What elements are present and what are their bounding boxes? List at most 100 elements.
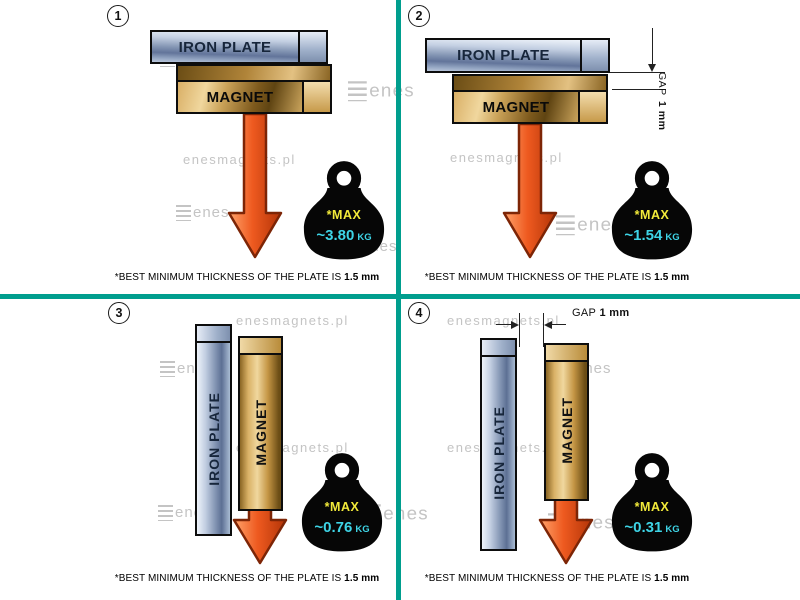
magnet-endcap — [304, 82, 330, 112]
magnet-endcap — [240, 338, 281, 355]
gap-dim-extension — [519, 313, 520, 347]
weight-number: ~0.76 — [314, 519, 353, 536]
caption-main: *BEST MINIMUM THICKNESS OF THE PLATE IS — [424, 272, 652, 283]
panel-number-badge: 1 — [107, 5, 129, 27]
caption-main: *BEST MINIMUM THICKNESS OF THE PLATE IS — [114, 272, 342, 283]
enes-logo-text: enes — [383, 503, 429, 525]
magnet: MAGNET — [544, 343, 589, 501]
magnet-label: MAGNET — [482, 98, 550, 116]
gap-dim-line — [549, 324, 566, 325]
gap-dim-arrowhead — [544, 321, 552, 329]
site-watermark: enesmagnets.pl — [447, 313, 560, 328]
iron-plate-endcap — [582, 40, 608, 71]
enes-logo-bars-icon — [348, 80, 367, 101]
panel-number-badge: 3 — [108, 302, 130, 324]
magnet-face: MAGNET — [240, 355, 281, 509]
weight-unit: KG — [357, 232, 372, 243]
caption-bold: 1.5 mm — [654, 573, 690, 584]
divider-horizontal — [0, 294, 800, 299]
iron-plate-endcap — [197, 326, 230, 343]
iron-plate-label: IRON PLATE — [178, 38, 272, 56]
iron-plate-face: IRON PLATE — [152, 32, 300, 62]
magnet-label: MAGNET — [558, 397, 575, 464]
caption: *BEST MINIMUM THICKNESS OF THE PLATE IS … — [97, 272, 397, 283]
weight-unit: KG — [355, 524, 370, 535]
weight-number: ~0.31 — [624, 519, 663, 536]
iron-plate: IRON PLATE — [195, 324, 232, 536]
caption: *BEST MINIMUM THICKNESS OF THE PLATE IS … — [407, 573, 707, 584]
panel-number-badge: 4 — [408, 302, 430, 324]
gap-word: GAP — [572, 307, 597, 319]
enes-watermark-logo: enes — [556, 214, 623, 235]
magnet-face: MAGNET — [454, 92, 580, 122]
gap-dim-extension — [543, 313, 544, 347]
caption-main: *BEST MINIMUM THICKNESS OF THE PLATE IS — [424, 573, 652, 584]
gap-dim-arrowhead — [648, 64, 656, 72]
magnet-face: MAGNET — [178, 82, 304, 112]
enes-logo-bars-icon — [158, 504, 173, 521]
weight-unit: KG — [665, 524, 680, 535]
magnet: MAGNET — [452, 90, 608, 124]
enes-logo-bars-icon — [176, 204, 191, 221]
iron-plate-label: IRON PLATE — [457, 47, 550, 64]
enes-watermark-logo: enes — [176, 204, 230, 221]
enes-logo-text: enes — [193, 204, 230, 221]
magnet-endcap — [580, 92, 606, 122]
weight-number: ~1.54 — [624, 227, 663, 244]
caption-bold: 1.5 mm — [344, 272, 380, 283]
caption-main: *BEST MINIMUM THICKNESS OF THE PLATE IS — [114, 573, 342, 584]
caption-bold: 1.5 mm — [654, 272, 690, 283]
enes-logo-bars-icon — [160, 360, 175, 377]
gap-value: 1 mm — [656, 100, 668, 131]
gap-label: GAP 1 mm — [656, 72, 668, 150]
magnet-endcap — [546, 345, 587, 362]
iron-plate-label: IRON PLATE — [490, 406, 507, 500]
enes-watermark-logo: enes — [348, 80, 415, 101]
magnet: MAGNET — [238, 336, 283, 511]
caption: *BEST MINIMUM THICKNESS OF THE PLATE IS … — [407, 272, 707, 283]
gap-dim-tick — [610, 72, 665, 73]
gap-word: GAP — [656, 72, 668, 96]
max-label: *MAX — [634, 500, 670, 514]
pull-force-arrow — [502, 123, 558, 259]
gap-dim-line — [652, 28, 653, 66]
max-label: *MAX — [634, 208, 670, 222]
max-label: *MAX — [326, 208, 362, 222]
magnet-label: MAGNET — [252, 398, 269, 466]
pull-force-arrow — [227, 113, 283, 259]
caption-bold: 1.5 mm — [344, 573, 380, 584]
iron-plate-endcap — [482, 340, 515, 357]
enes-logo-text: enes — [577, 214, 623, 236]
caption: *BEST MINIMUM THICKNESS OF THE PLATE IS … — [97, 573, 397, 584]
magnet-label: MAGNET — [206, 88, 274, 106]
iron-plate-endcap — [300, 32, 326, 62]
weight-number: ~3.80 — [316, 227, 355, 244]
gap-label: GAP 1 mm — [572, 307, 629, 319]
enes-logo-bars-icon — [556, 214, 575, 235]
magnet: MAGNET — [176, 80, 332, 114]
weight-unit: KG — [665, 232, 680, 243]
site-watermark: enesmagnets.pl — [236, 313, 349, 328]
iron-plate: IRON PLATE — [425, 38, 610, 73]
iron-plate-face: IRON PLATE — [197, 343, 230, 534]
gap-dim-line — [496, 324, 513, 325]
iron-plate-face: IRON PLATE — [482, 357, 515, 549]
magnet-face: MAGNET — [546, 362, 587, 499]
iron-plate: IRON PLATE — [150, 30, 328, 64]
gap-value: 1 mm — [599, 307, 630, 319]
enes-logo-text: enes — [369, 80, 415, 102]
gap-dim-arrowhead — [511, 321, 519, 329]
iron-plate: IRON PLATE — [480, 338, 517, 551]
divider-vertical — [396, 0, 401, 600]
iron-plate-face: IRON PLATE — [427, 40, 582, 71]
max-label: *MAX — [324, 500, 360, 514]
panel-number-badge: 2 — [408, 5, 430, 27]
